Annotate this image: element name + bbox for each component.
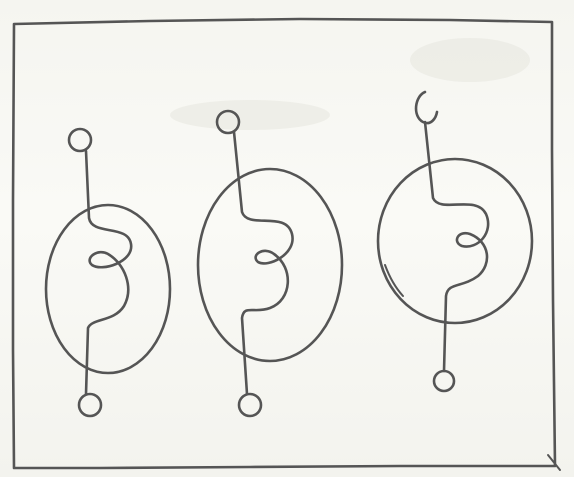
component-3-top-terminal xyxy=(416,92,437,123)
component-3 xyxy=(378,92,532,391)
component-3-ring xyxy=(378,159,532,323)
paper-smudge xyxy=(410,38,530,82)
component-1-coil xyxy=(86,151,131,394)
component-2-ring xyxy=(198,169,342,361)
component-2 xyxy=(198,111,342,416)
frame-border xyxy=(13,19,555,468)
paper-smudge xyxy=(170,100,330,130)
component-1-top-terminal xyxy=(69,129,91,151)
component-2-bottom-terminal xyxy=(239,394,261,416)
component-3-bottom-terminal xyxy=(434,371,454,391)
component-1-bottom-terminal xyxy=(79,394,101,416)
component-1 xyxy=(46,129,170,416)
